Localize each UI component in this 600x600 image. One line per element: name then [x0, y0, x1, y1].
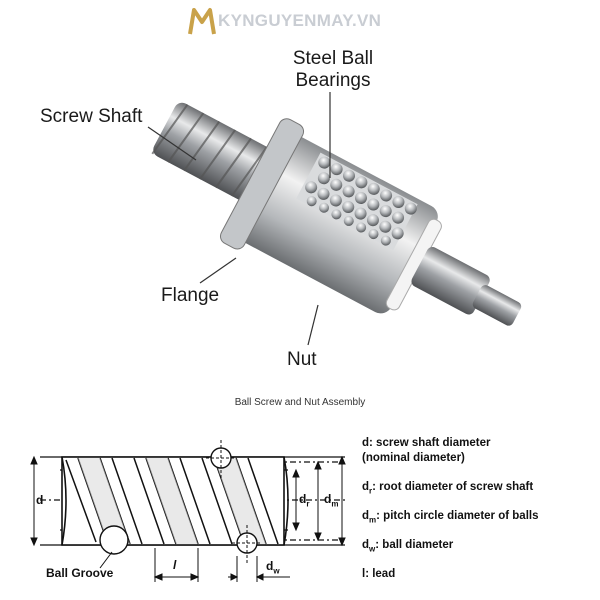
d-label: d: [36, 493, 44, 507]
legend-dr: dr: root diameter of screw shaft: [362, 481, 534, 496]
dm-label: dm: [324, 492, 339, 509]
flange-label: Flange: [161, 285, 220, 306]
legend-dw: dw: ball diameter: [362, 539, 454, 554]
nut-body: [239, 136, 438, 314]
photo-caption: Ball Screw and Nut Assembly: [234, 397, 366, 408]
legend-lead: l: lead: [362, 568, 396, 580]
screw-shaft-label: Screw Shaft: [40, 106, 143, 127]
m-logo-icon: [188, 8, 216, 35]
dw-label: dw: [266, 559, 280, 576]
ball-groove-label: Ball Groove: [46, 566, 114, 580]
lead-label: l: [173, 558, 177, 572]
steel-balls: [305, 156, 417, 246]
ball-screw-photo: [147, 92, 522, 346]
legend-dm: dm: pitch circle diameter of balls: [362, 510, 539, 525]
dr-label: dr: [299, 492, 310, 509]
legend-d: d: screw shaft diameter (nominal diamete…: [362, 437, 491, 464]
nut-label: Nut: [287, 349, 317, 370]
watermark: KYNGUYENMAY.VN: [188, 4, 381, 38]
watermark-text: KYNGUYENMAY.VN: [218, 11, 382, 30]
flange: [219, 118, 305, 250]
steel-ball-bearings-label: Steel Ball Bearings: [292, 48, 374, 91]
